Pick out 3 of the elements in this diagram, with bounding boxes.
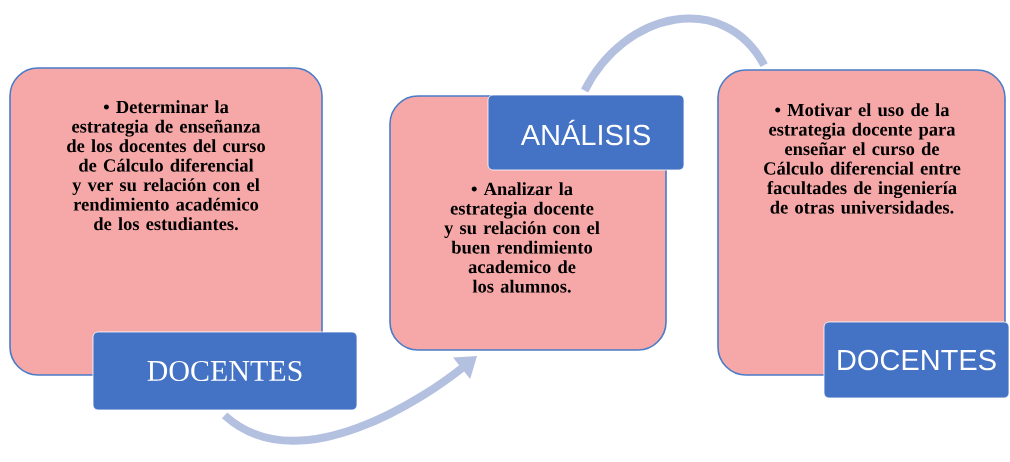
title-tab: DOCENTES	[823, 321, 1010, 399]
title-tab: ANÁLISIS	[487, 94, 685, 171]
title-tab: DOCENTES	[92, 331, 358, 411]
